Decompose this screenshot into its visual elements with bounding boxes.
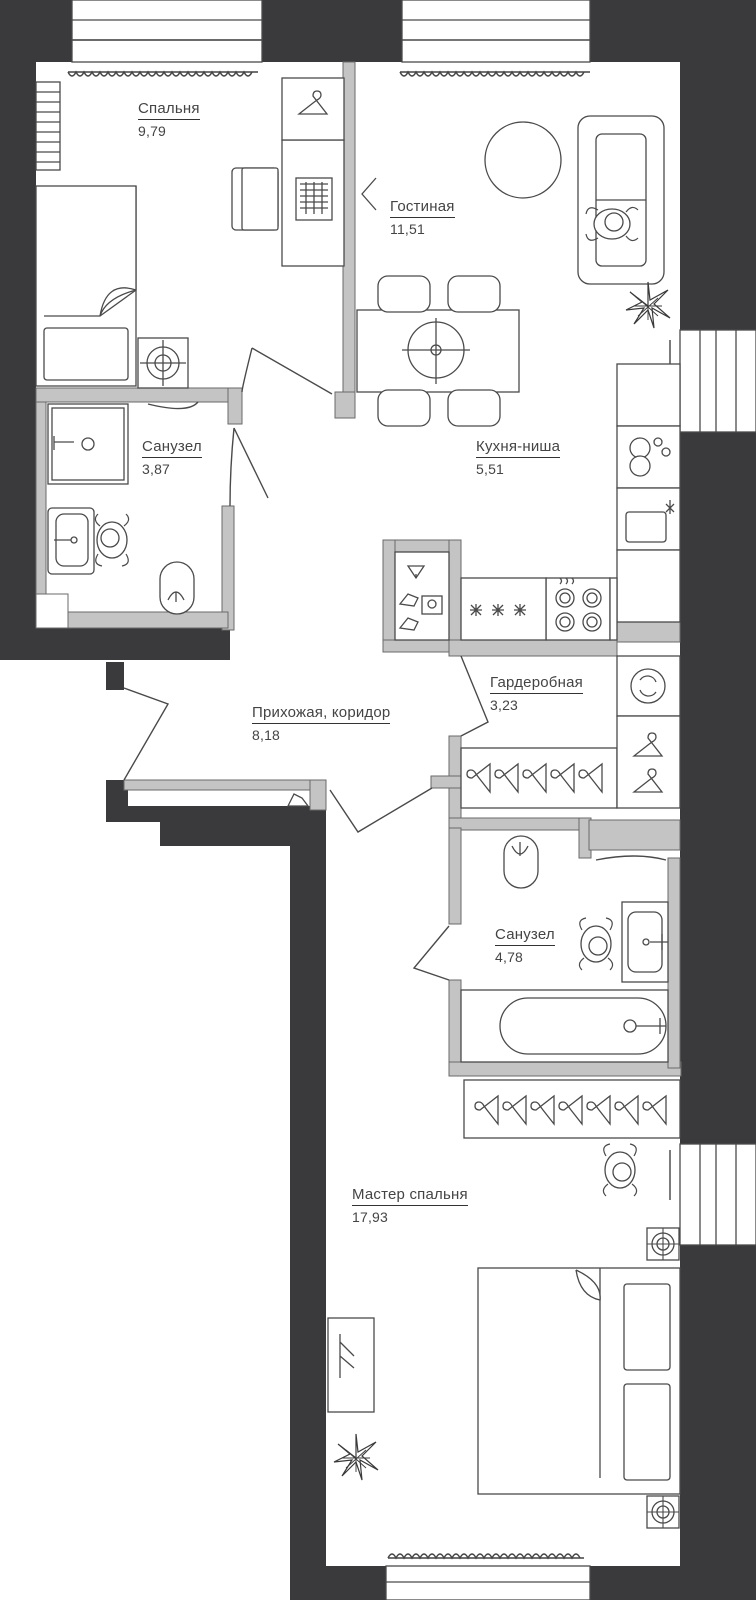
room-name: Прихожая, коридор (252, 704, 391, 724)
room-name: Санузел (495, 926, 555, 946)
room-label-kitchen-niche: Кухня-ниша 5,51 (476, 438, 561, 477)
room-label-master-bedroom: Мастер спальня 17,93 (352, 1186, 468, 1225)
hood-icon (460, 577, 547, 641)
room-name: Кухня-ниша (476, 438, 561, 458)
door-icon (412, 925, 450, 981)
kitchen-furniture (394, 363, 681, 641)
armchair-icon (231, 167, 279, 231)
windows (71, 0, 756, 1600)
radiator-icon (646, 1227, 680, 1261)
wardrobe-furniture (286, 655, 681, 809)
window-icon (679, 1143, 756, 1246)
toilet-icon (503, 835, 539, 889)
dining-table-icon (356, 275, 520, 427)
stove-icon (545, 577, 611, 641)
window-icon (385, 1565, 591, 1600)
interior-partitions (35, 61, 682, 1077)
radiator-icon (646, 1495, 680, 1529)
room-area: 9,79 (138, 123, 167, 139)
curtains (67, 70, 671, 1560)
plant-icon (625, 281, 671, 329)
room-name: Спальня (138, 100, 200, 120)
living-furniture (356, 115, 671, 427)
wardrobe-icon (463, 1079, 681, 1139)
doors (123, 347, 667, 997)
room-name: Гостиная (390, 198, 455, 218)
sink-icon (47, 507, 95, 575)
window-icon (71, 0, 263, 63)
room-area: 3,87 (142, 461, 171, 477)
door-icon (241, 347, 333, 395)
bathroom-1-furniture (47, 403, 195, 615)
room-name: Мастер спальня (352, 1186, 468, 1206)
person-icon (94, 513, 130, 567)
room-label-bathroom-2: Санузел 4,78 (495, 926, 555, 965)
bed-icon (35, 185, 137, 387)
hanger-icon (394, 551, 450, 641)
room-name: Санузел (142, 438, 202, 458)
room-area: 17,93 (352, 1209, 389, 1225)
round-table-icon (484, 121, 562, 199)
window-icon (679, 329, 756, 433)
window-icon (401, 0, 591, 63)
plant-icon (333, 1433, 379, 1481)
door-icon (460, 655, 489, 737)
door-icon (329, 787, 433, 833)
room-label-hallway: Прихожая, коридор 8,18 (252, 704, 391, 743)
sink-icon (621, 901, 669, 983)
sink-icon (47, 403, 129, 485)
room-area: 4,78 (495, 949, 524, 965)
person-icon (602, 1143, 638, 1197)
washing-machine-icon (616, 425, 681, 489)
room-area: 3,23 (490, 697, 519, 713)
bathroom-2-furniture (460, 835, 669, 1063)
room-label-wardrobe: Гардеробная 3,23 (490, 674, 583, 713)
bedroom-furniture (35, 77, 345, 389)
sofa-icon (577, 115, 665, 285)
room-area: 8,18 (252, 727, 281, 743)
door-icon (229, 427, 269, 507)
tv-stand-icon (327, 1317, 375, 1413)
washing-machine-icon (616, 655, 681, 717)
lamp-icon (137, 337, 189, 389)
master-bedroom-furniture (327, 1079, 681, 1529)
room-label-bedroom: Спальня 9,79 (138, 100, 200, 139)
shoe-icon (286, 793, 310, 807)
room-label-living-room: Гостиная 11,51 (390, 198, 455, 237)
radiator-icon (35, 81, 61, 171)
bed-icon (477, 1267, 681, 1495)
sink-icon (616, 487, 681, 551)
toilet-icon (159, 561, 195, 615)
bathtub-icon (460, 989, 669, 1063)
room-name: Гардеробная (490, 674, 583, 694)
person-icon (578, 917, 614, 971)
laptop-icon (295, 177, 333, 221)
room-label-bathroom-1: Санузел 3,87 (142, 438, 202, 477)
room-area: 11,51 (390, 221, 425, 237)
room-area: 5,51 (476, 461, 505, 477)
door-icon (123, 687, 170, 781)
desk-icon (281, 77, 345, 267)
